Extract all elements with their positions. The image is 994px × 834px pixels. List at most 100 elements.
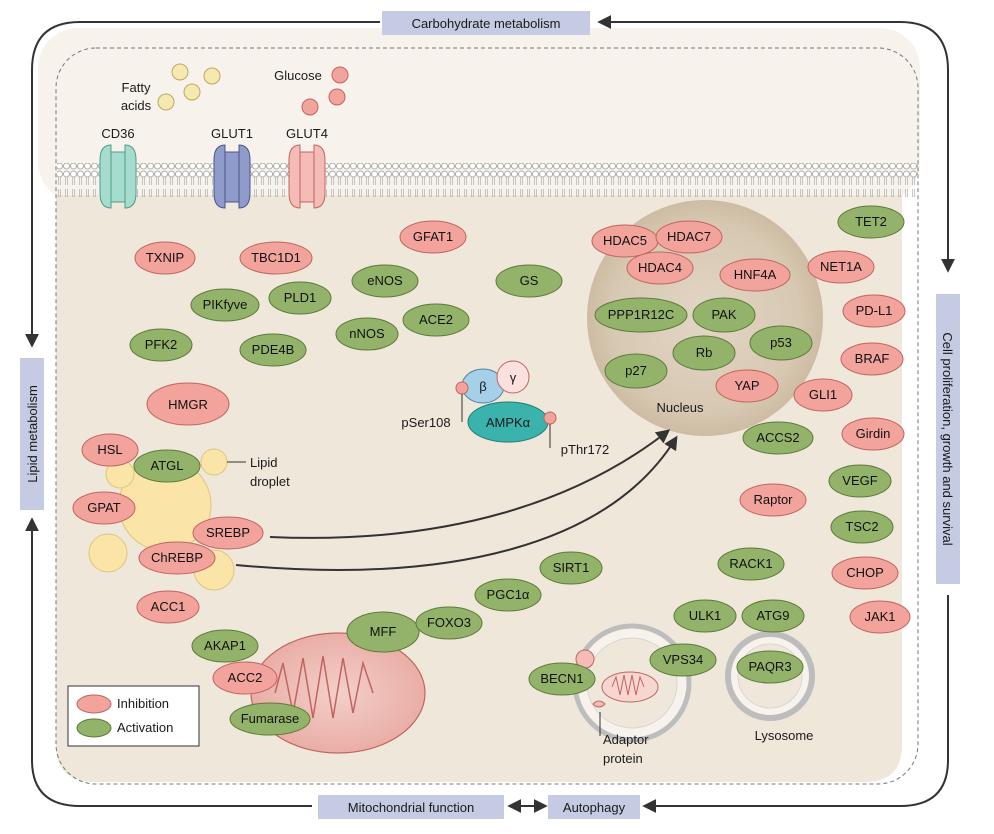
legend-inhibition-label: Inhibition xyxy=(117,696,169,711)
node-tet2 xyxy=(837,205,905,239)
arrow-srebp-to-nucleus xyxy=(269,429,671,539)
label-paqr3: PAQR3 xyxy=(748,659,791,674)
node-tsc2 xyxy=(830,510,894,544)
node-girdin xyxy=(841,417,905,451)
ampk-alpha-label: AMPKα xyxy=(486,415,531,430)
node-p53 xyxy=(749,325,813,361)
node-pgc1a xyxy=(474,578,542,612)
label-becn1: BECN1 xyxy=(540,671,583,686)
cd36-transporter-icon xyxy=(99,144,137,209)
process-carbohydrate-metabolism: Carbohydrate metabolism xyxy=(412,16,561,31)
legend-activation-label: Activation xyxy=(117,720,173,735)
node-acc1 xyxy=(136,590,200,624)
node-vegf xyxy=(828,464,892,498)
label-nnos: nNOS xyxy=(349,326,385,341)
node-ppp1r12c xyxy=(594,297,688,333)
label-nucleus: Nucleus xyxy=(657,400,704,415)
node-hsl xyxy=(81,433,139,467)
label-fumarase: Fumarase xyxy=(241,711,300,726)
label-pfk2: PFK2 xyxy=(145,337,178,352)
label-adaptor-1: Adaptor xyxy=(603,732,649,747)
label-pgc1a: PGC1α xyxy=(487,587,530,602)
node-akap1 xyxy=(191,629,259,663)
label-cd36: CD36 xyxy=(101,126,134,141)
label-tbc1d1: TBC1D1 xyxy=(251,250,301,265)
node-p27 xyxy=(604,353,668,389)
node-hnf4a xyxy=(719,258,791,292)
node-pld1 xyxy=(268,281,332,315)
node-paqr3 xyxy=(736,650,804,684)
fatty-acid-molecules xyxy=(157,63,221,111)
label-lipid-droplet-2: droplet xyxy=(250,474,290,489)
label-jak1: JAK1 xyxy=(864,609,895,624)
legend-activation-swatch xyxy=(76,718,112,738)
label-tsc2: TSC2 xyxy=(845,519,878,534)
node-yap xyxy=(715,369,779,403)
label-gpat: GPAT xyxy=(87,500,121,515)
node-gfat1 xyxy=(399,220,467,254)
label-hdac5: HDAC5 xyxy=(603,233,647,248)
label-box-carbohydrate xyxy=(382,11,590,35)
label-chop: CHOP xyxy=(846,565,884,580)
node-hdac7 xyxy=(655,220,723,254)
label-hmgr: HMGR xyxy=(168,397,208,412)
node-atgl xyxy=(133,449,201,483)
process-lipid-metabolism: Lipid metabolism xyxy=(25,385,40,483)
node-pfk2 xyxy=(129,328,193,362)
label-sirt1: SIRT1 xyxy=(553,560,590,575)
node-sirt1 xyxy=(539,551,603,585)
label-ace2: ACE2 xyxy=(419,312,453,327)
label-mff: MFF xyxy=(370,624,397,639)
node-raptor xyxy=(739,483,807,517)
node-gpat xyxy=(72,491,136,525)
node-pdl1 xyxy=(842,294,906,328)
label-box-autophagy xyxy=(548,795,640,819)
label-ppp1r12c: PPP1R12C xyxy=(608,307,674,322)
cell-membrane xyxy=(57,163,918,197)
label-fatty-acids-1: Fatty acids xyxy=(121,80,152,113)
label-box-lipid xyxy=(20,358,44,510)
node-srebp xyxy=(192,516,264,550)
label-pser108: pSer108 xyxy=(401,415,450,430)
glut4-transporter-icon xyxy=(288,144,326,209)
label-hsl: HSL xyxy=(97,442,122,457)
node-foxo3 xyxy=(415,606,483,640)
label-atg9: ATG9 xyxy=(757,608,790,623)
activation-nodes: PIKfyve PLD1 eNOS GS PFK2 PDE4B nNOS ACE… xyxy=(129,205,905,736)
node-ulk1 xyxy=(673,599,737,633)
legend-inhibition-swatch xyxy=(76,694,112,714)
node-pikfyve xyxy=(190,288,260,322)
label-foxo3: FOXO3 xyxy=(427,615,471,630)
label-hnf4a: HNF4A xyxy=(734,267,777,282)
node-rack1 xyxy=(717,547,785,581)
node-enos xyxy=(351,264,419,298)
node-jak1 xyxy=(849,600,911,634)
label-glut1: GLUT1 xyxy=(211,126,253,141)
node-net1a xyxy=(807,250,875,284)
label-p27: p27 xyxy=(625,363,647,378)
label-fatty-acids-line: acids xyxy=(121,98,152,113)
label-glucose: Glucose xyxy=(274,68,322,83)
arrow-chrebp-to-nucleus xyxy=(235,435,678,571)
label-gli1: GLI1 xyxy=(809,387,837,402)
label-srebp: SREBP xyxy=(206,525,250,540)
process-mitochondrial-function: Mitochondrial function xyxy=(348,800,474,815)
ampk-gamma-subunit xyxy=(496,360,530,394)
label-gfat1: GFAT1 xyxy=(413,229,453,244)
label-pikfyve: PIKfyve xyxy=(203,297,248,312)
label-pde4b: PDE4B xyxy=(252,342,295,357)
node-rb xyxy=(672,335,736,371)
label-pld1: PLD1 xyxy=(284,290,317,305)
pser108-site xyxy=(455,381,469,395)
pthr172-site xyxy=(543,411,557,425)
inhibition-nodes: TXNIP TBC1D1 GFAT1 HMGR HSL GPAT SREBP C… xyxy=(72,220,911,695)
label-raptor: Raptor xyxy=(753,492,793,507)
label-fatty-acids-line: Fatty xyxy=(122,80,151,95)
node-atg9 xyxy=(741,599,805,633)
ampk-beta-label: β xyxy=(479,379,486,394)
node-gs xyxy=(495,264,563,298)
node-pde4b xyxy=(239,333,307,367)
node-tbc1d1 xyxy=(239,241,313,275)
label-rack1: RACK1 xyxy=(729,556,772,571)
